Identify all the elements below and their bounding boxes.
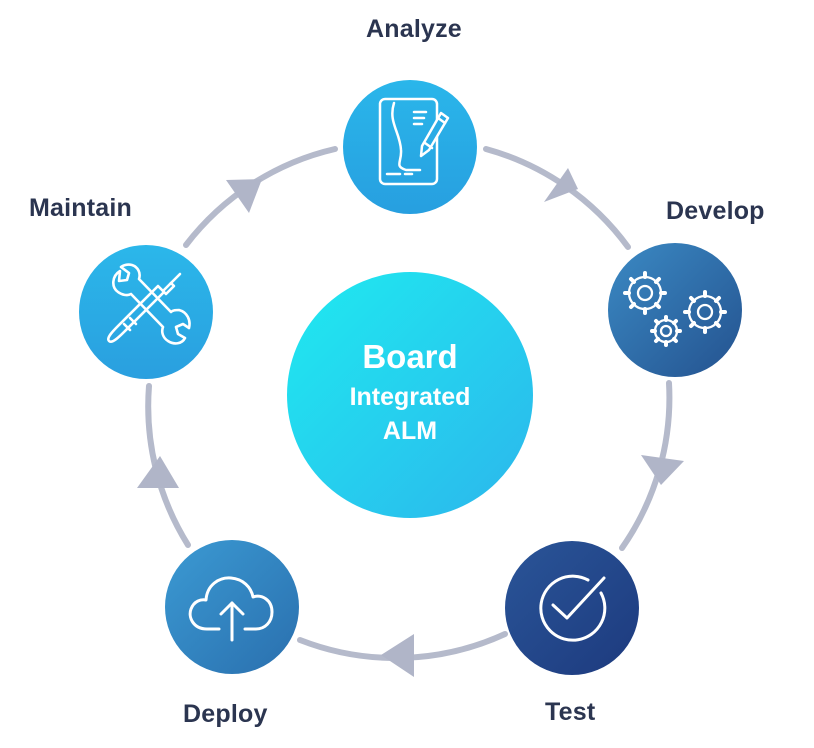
center-title: Board [362, 338, 458, 375]
arrow-to-deploy [381, 634, 414, 677]
ring-segment-maintain-analyze [183, 146, 338, 248]
center-subtitle-line1: Integrated [349, 383, 471, 411]
stage-develop [608, 243, 742, 377]
cycle-arrows [137, 168, 684, 677]
stage-label-develop: Develop [666, 197, 765, 225]
document-pen-icon [378, 97, 450, 186]
wrench-screwdriver-icon [107, 263, 191, 345]
cloud-upload-icon [188, 576, 274, 642]
stage-label-maintain: Maintain [29, 194, 132, 222]
ring-segment-analyze-develop [483, 146, 631, 250]
arrow-to-analyze [226, 179, 262, 213]
maintain-circle [79, 245, 213, 379]
stage-label-deploy: Deploy [183, 700, 268, 728]
arrow-to-test [641, 455, 684, 485]
gears-icon [623, 271, 727, 347]
arrow-to-maintain [137, 456, 179, 488]
stage-test [505, 541, 639, 675]
center-circle [287, 272, 533, 518]
stage-deploy [165, 540, 299, 674]
stage-label-analyze: Analyze [366, 15, 462, 43]
check-circle-icon [539, 574, 607, 642]
stage-analyze [343, 80, 477, 214]
arrow-to-develop [544, 168, 578, 202]
center-subtitle-line2: ALM [382, 417, 438, 445]
stage-label-test: Test [545, 698, 596, 726]
stage-maintain [79, 245, 213, 379]
test-circle [505, 541, 639, 675]
